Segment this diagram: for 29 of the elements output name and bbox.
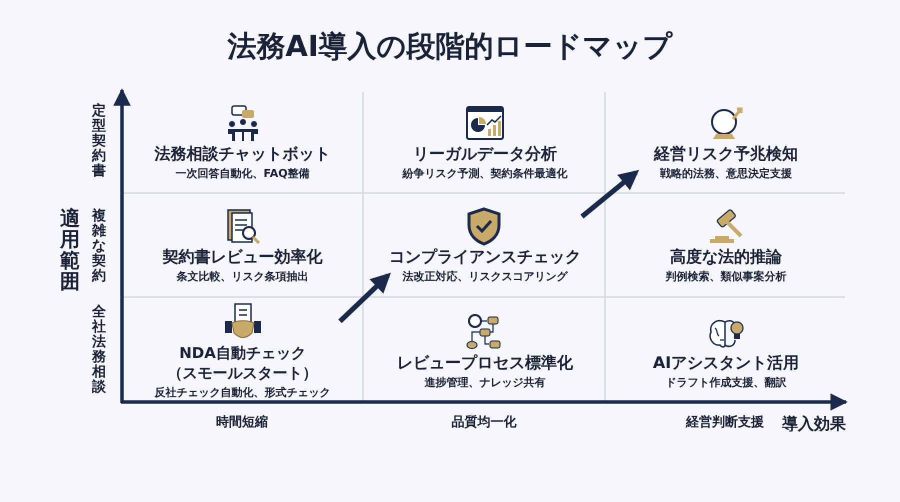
step-title: NDA自動チェック（スモールスタート） [166, 343, 318, 383]
step-description: 戦略的法務、意思決定支援 [660, 166, 792, 181]
arrow [580, 170, 640, 218]
step-title: 経営リスク予兆検知 [654, 144, 798, 164]
step-title: レビュープロセス標準化 [397, 353, 573, 373]
row-label: 複雑な契約 [92, 209, 106, 284]
row-label: 全社法務相談 [92, 305, 106, 395]
axis-title: 適用範囲 [60, 208, 80, 292]
step-title: コンプライアンスチェック [389, 247, 581, 267]
step-description: 紛争リスク予測、契約条件最適化 [402, 166, 568, 181]
axis-title: 導入効果 [782, 414, 846, 433]
row-label: 定型契約書 [92, 104, 106, 179]
step-description: 進捗管理、ナレッジ共有 [424, 375, 546, 390]
step-description: 判例検索、類似事案分析 [666, 269, 786, 284]
step-title: 契約書レビュー効率化 [162, 247, 322, 267]
step-description: 一次回答自動化、FAQ整備 [175, 166, 310, 181]
column-label: 時間短縮 [216, 415, 268, 430]
step-title: リーガルデータ分析 [413, 144, 557, 164]
step-description: 条文比較、リスク条項抽出 [176, 269, 308, 284]
step-title: AIアシスタント活用 [652, 353, 800, 373]
step-description: ドラフト作成支援、翻訳 [666, 375, 786, 390]
column-label: 品質均一化 [452, 415, 516, 430]
column-label: 経営判断支援 [686, 415, 764, 430]
step-description: 法改正対応、リスクスコアリング [402, 269, 568, 284]
arrow [338, 272, 391, 324]
step-title: 高度な法的推論 [670, 247, 782, 267]
step-description: 反社チェック自動化、形式チェック [154, 385, 330, 400]
step-title: 法務相談チャットボット [154, 144, 330, 164]
title: 法務AI導入の段階的ロードマップ [226, 28, 674, 65]
